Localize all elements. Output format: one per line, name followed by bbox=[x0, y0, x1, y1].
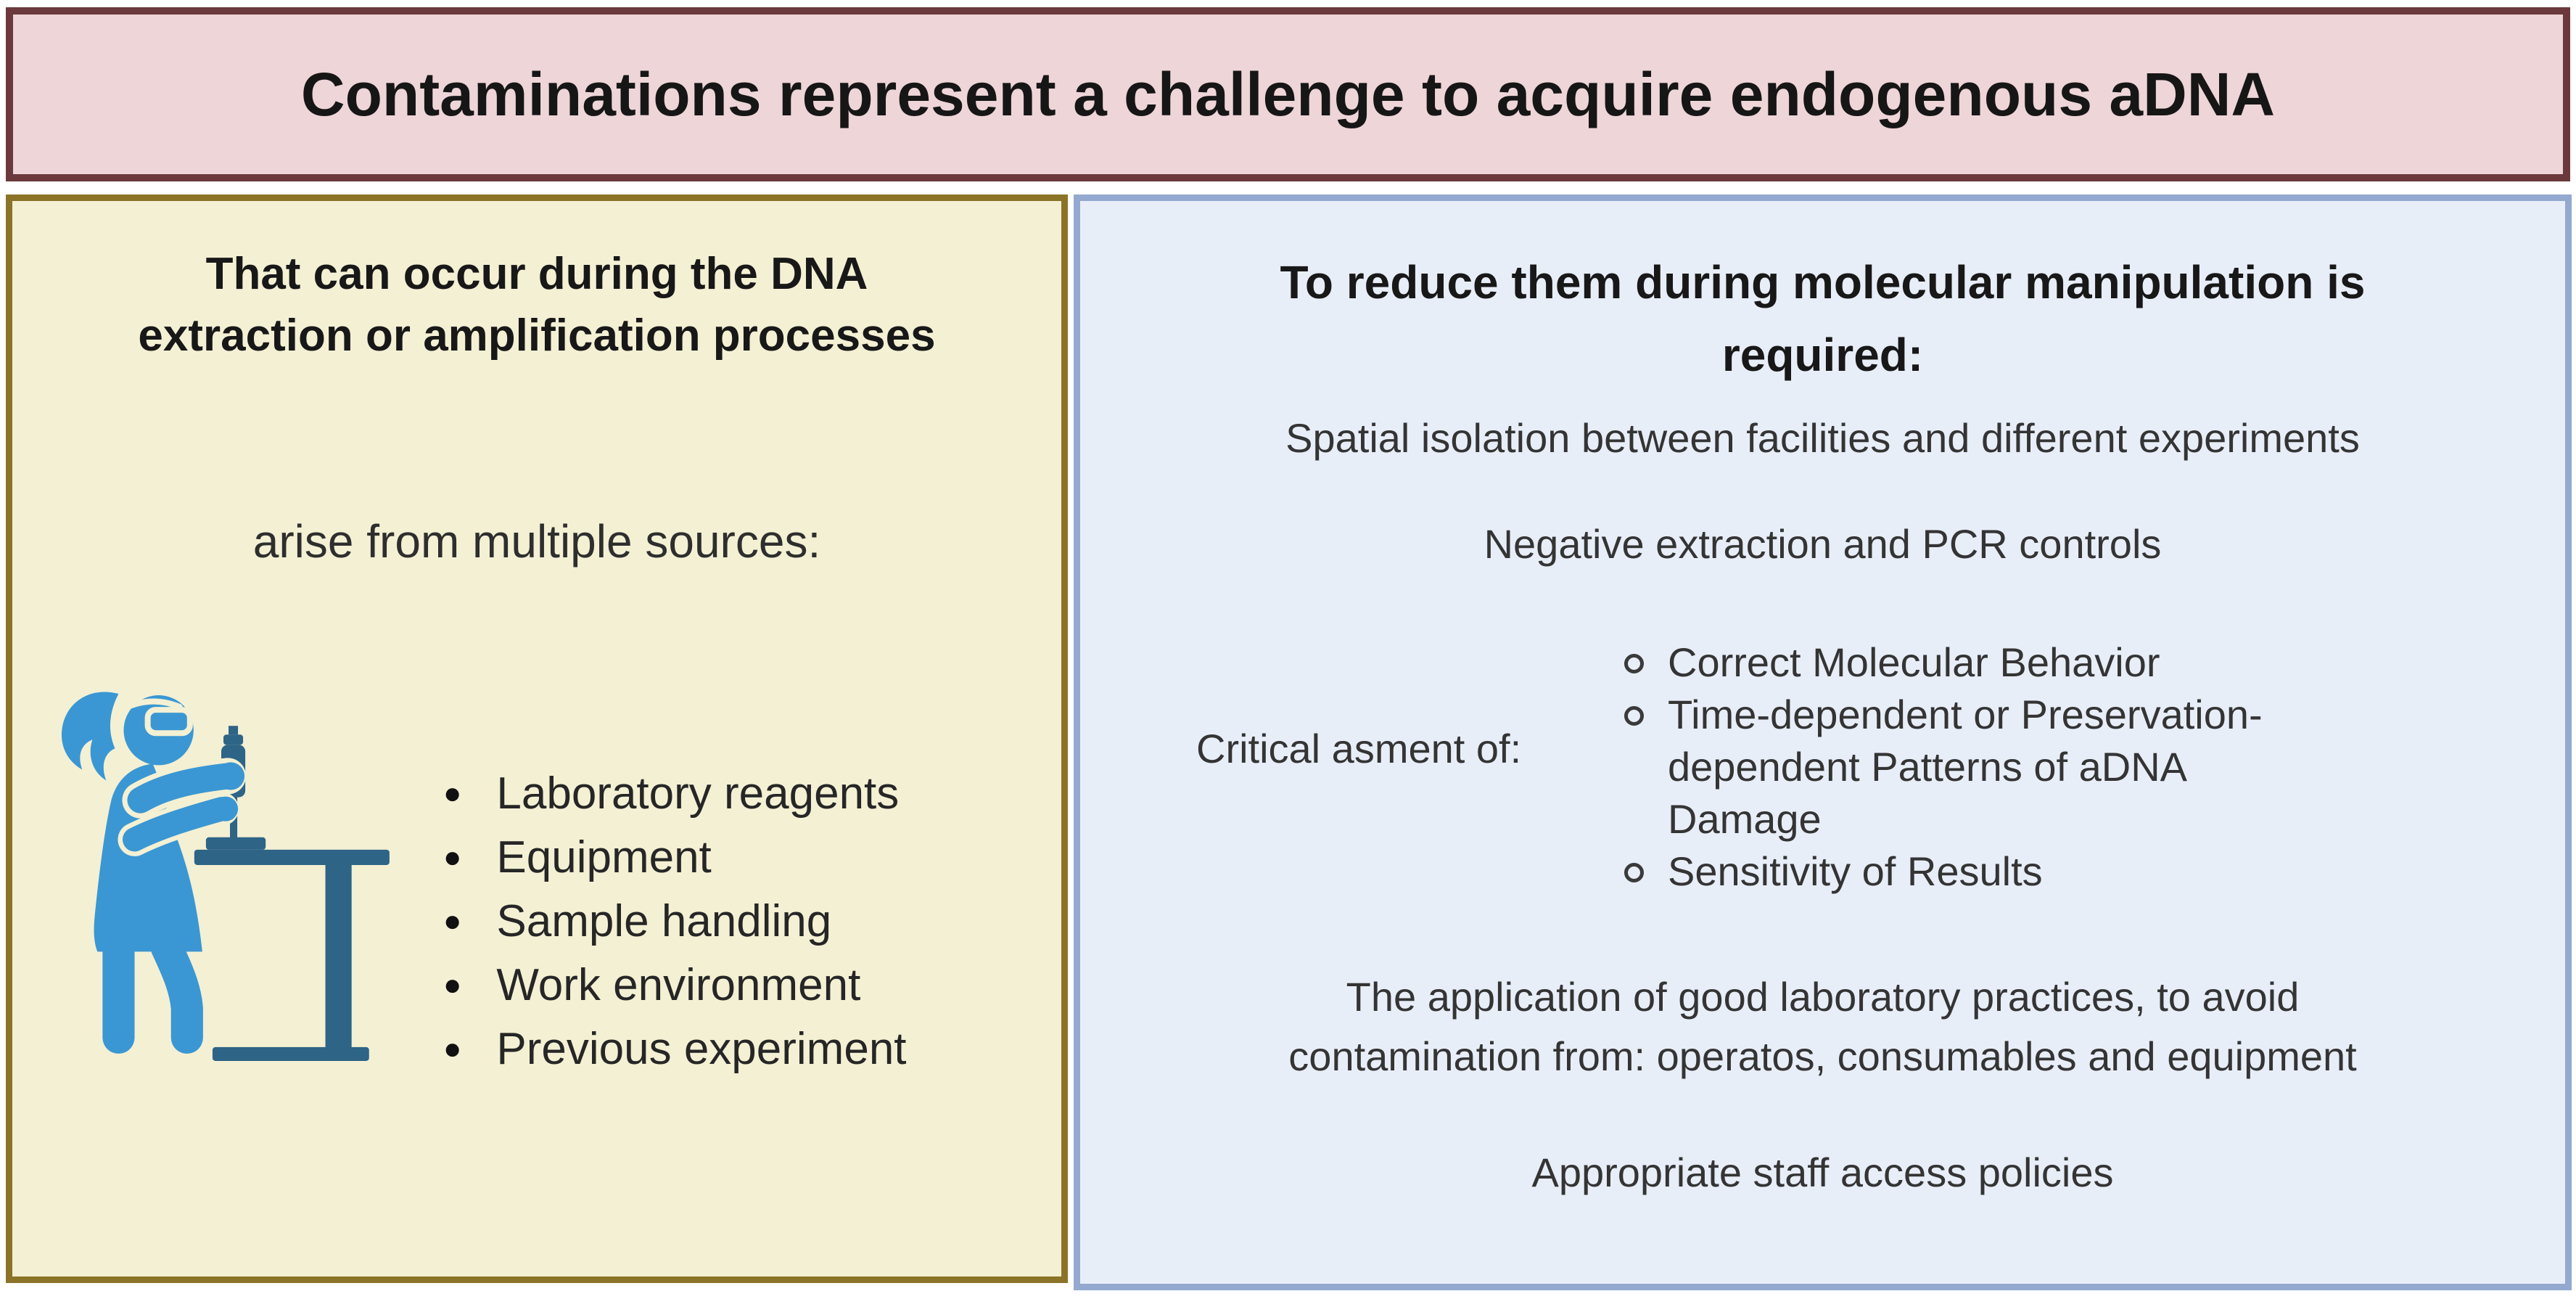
spatial-isolation-text: Spatial isolation between facilities and… bbox=[1285, 415, 2360, 461]
left-panel-subheading: arise from multiple sources: bbox=[252, 515, 821, 567]
good-practices-line-2: contamination from: operatos, consumable… bbox=[1288, 1033, 2357, 1079]
assessment-point: Correct Molecular Behavior bbox=[1623, 636, 2319, 689]
sources-list: Laboratory reagents Equipment Sample han… bbox=[443, 761, 907, 1081]
source-item: Equipment bbox=[443, 825, 907, 889]
critical-assessment-block: Critical asment of: Correct Molecular Be… bbox=[1080, 636, 2565, 1086]
good-practices-text: The application of good laboratory pract… bbox=[1080, 967, 2565, 1086]
goggles-icon bbox=[121, 698, 183, 712]
table-top bbox=[194, 849, 390, 865]
main-title: Contaminations represent a challenge to … bbox=[300, 60, 2276, 128]
table-column bbox=[325, 864, 352, 1049]
source-item: Work environment bbox=[443, 953, 907, 1017]
forearm-shape bbox=[122, 797, 234, 852]
right-heading-line-1: To reduce them during molecular manipula… bbox=[1280, 256, 2366, 308]
critical-assessment-list: Correct Molecular Behavior Time-dependen… bbox=[1623, 636, 2319, 898]
left-panel-heading: That can occur during the DNA extraction… bbox=[12, 243, 1061, 366]
critical-assessment-label: Critical asment of: bbox=[1196, 726, 1522, 771]
head-shape bbox=[123, 695, 194, 766]
hand-upper bbox=[216, 762, 245, 790]
contamination-reduction-panel: To reduce them during molecular manipula… bbox=[1074, 194, 2572, 1290]
left-heading-line-1: That can occur during the DNA bbox=[205, 249, 868, 299]
scientist-pipetting-icon bbox=[61, 692, 390, 1061]
title-banner: Contaminations represent a challenge to … bbox=[6, 7, 2570, 181]
right-panel-heading: To reduce them during molecular manipula… bbox=[1080, 246, 2565, 391]
staff-access-text: Appropriate staff access policies bbox=[1531, 1150, 2114, 1195]
left-heading-line-2: extraction or amplification processes bbox=[138, 311, 936, 361]
right-heading-line-2: required: bbox=[1721, 329, 1924, 381]
hand-lower bbox=[213, 796, 239, 821]
table-base bbox=[212, 1046, 369, 1061]
ponytail-shape bbox=[61, 692, 119, 781]
source-item: Previous experiment bbox=[443, 1017, 906, 1081]
front-leg-shape bbox=[150, 931, 203, 1054]
pipette-plunger bbox=[229, 726, 239, 735]
good-practices-line-1: The application of good laboratory pract… bbox=[1346, 974, 2300, 1020]
source-item: Sample handling bbox=[443, 889, 907, 953]
negative-controls-text: Negative extraction and PCR controls bbox=[1484, 521, 2162, 567]
assessment-point: Sensitivity of Results bbox=[1623, 845, 2319, 898]
coat-body-shape bbox=[94, 763, 202, 952]
pipette-top bbox=[223, 734, 244, 745]
source-item: Laboratory reagents bbox=[443, 761, 907, 825]
assessment-point: Time-dependent or Preservation-dependent… bbox=[1623, 689, 2319, 845]
contamination-sources-panel: That can occur during the DNA extraction… bbox=[6, 194, 1068, 1283]
goggles-lens bbox=[144, 707, 193, 737]
pipette-stand bbox=[205, 837, 266, 850]
